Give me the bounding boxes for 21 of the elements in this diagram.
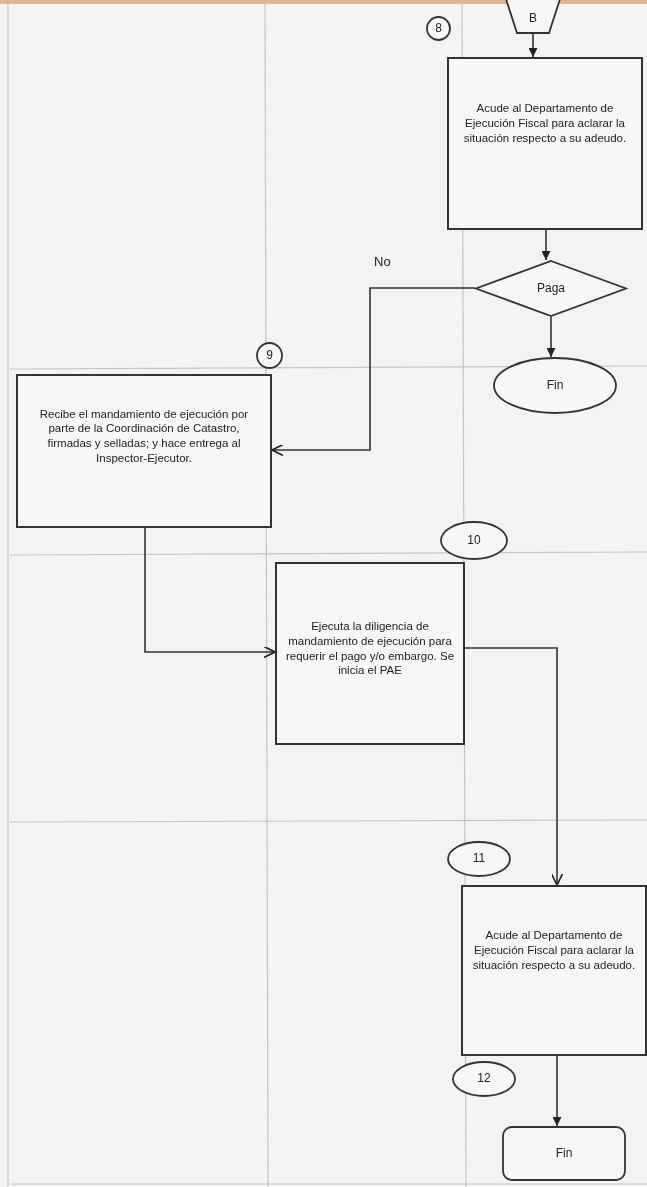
arrow xyxy=(271,287,476,457)
arrow xyxy=(552,1055,562,1127)
process-box: Acude al Departamento de Ejecución Fiscal para aclarar la situación respecto a su adeudo. xyxy=(447,57,643,230)
process-box: Ejecuta la diligencia de mandamiento de ejecución para requerir el pago y/o embargo. Se inicia el PAE xyxy=(275,562,465,745)
step-number: 11 xyxy=(447,841,511,877)
step-number: 8 xyxy=(426,16,451,41)
arrow xyxy=(528,33,538,58)
step-number: 9 xyxy=(256,342,283,369)
decision-diamond: Paga xyxy=(475,260,627,317)
step-number: 12 xyxy=(452,1061,516,1097)
off-page-connector: B xyxy=(505,0,561,34)
end-terminator: Fin xyxy=(493,357,617,414)
arrow xyxy=(464,647,564,886)
step-number: 10 xyxy=(440,521,508,560)
edge-label: No xyxy=(372,254,393,269)
arrow xyxy=(546,316,556,358)
process-box: Recibe el mandamiento de ejecución por parte de la Coordinación de Catastro, firmadas y selladas; y hace entrega al Inspector-Ejecutor. xyxy=(16,374,272,528)
end-terminator: Fin xyxy=(502,1126,626,1181)
arrow xyxy=(144,527,276,659)
arrow xyxy=(541,229,551,261)
process-box: Acude al Departamento de Ejecución Fiscal para aclarar la situación respecto a su adeudo. xyxy=(461,885,647,1056)
